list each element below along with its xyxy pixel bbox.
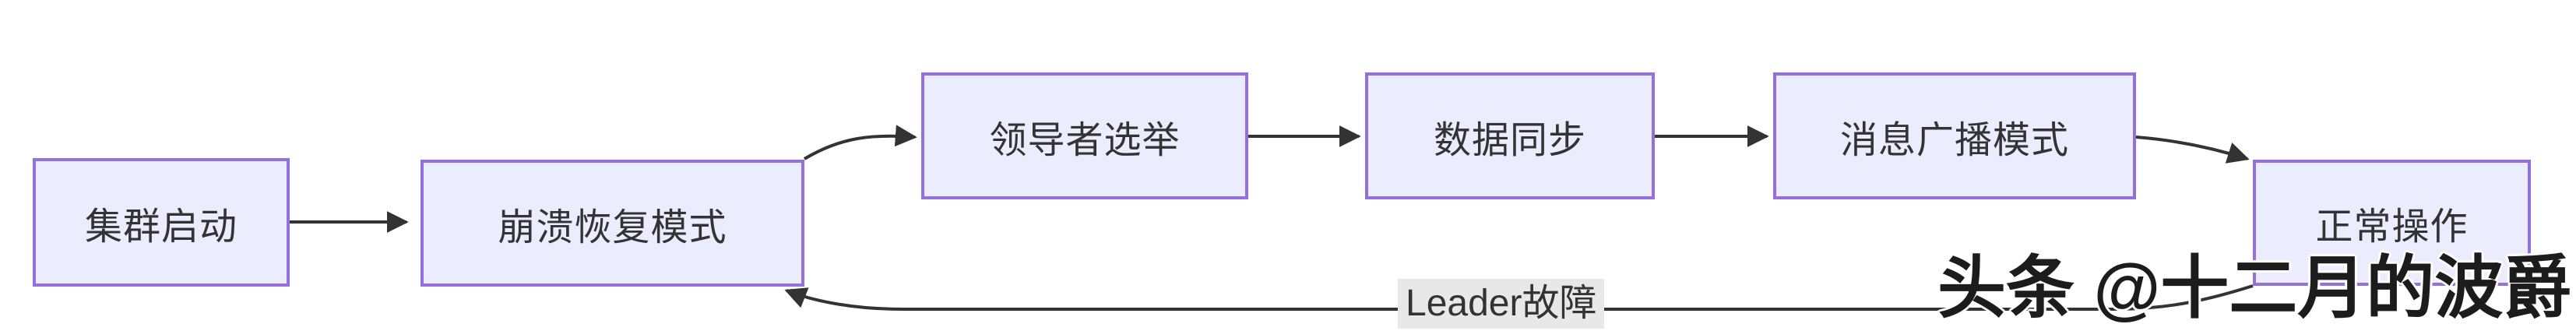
node-data-sync-label: 数据同步 <box>1433 119 1586 161</box>
edge-crash-recovery-to-leader-election <box>803 125 917 160</box>
watermark-text: 头条 @十二月的波爵 <box>1937 249 2572 326</box>
node-data-sync: 数据同步 <box>1365 72 1655 199</box>
node-crash-recovery-label: 崩溃恢复模式 <box>498 206 727 248</box>
node-message-broadcast: 消息广播模式 <box>1773 72 2136 199</box>
edge-message-broadcast-to-normal-operation <box>2135 136 2250 164</box>
node-cluster-start-label: 集群启动 <box>84 206 238 248</box>
node-crash-recovery: 崩溃恢复模式 <box>421 160 804 287</box>
node-cluster-start: 集群启动 <box>33 158 290 287</box>
node-leader-election: 领导者选举 <box>921 72 1248 199</box>
node-normal-operation-label: 正常操作 <box>2315 206 2469 248</box>
node-normal-operation: 正常操作 <box>2253 160 2531 286</box>
edge-label-leader-failure: Leader故障 <box>1398 279 1605 329</box>
node-message-broadcast-label: 消息广播模式 <box>1839 119 2069 161</box>
node-leader-election-label: 领导者选举 <box>989 119 1181 161</box>
